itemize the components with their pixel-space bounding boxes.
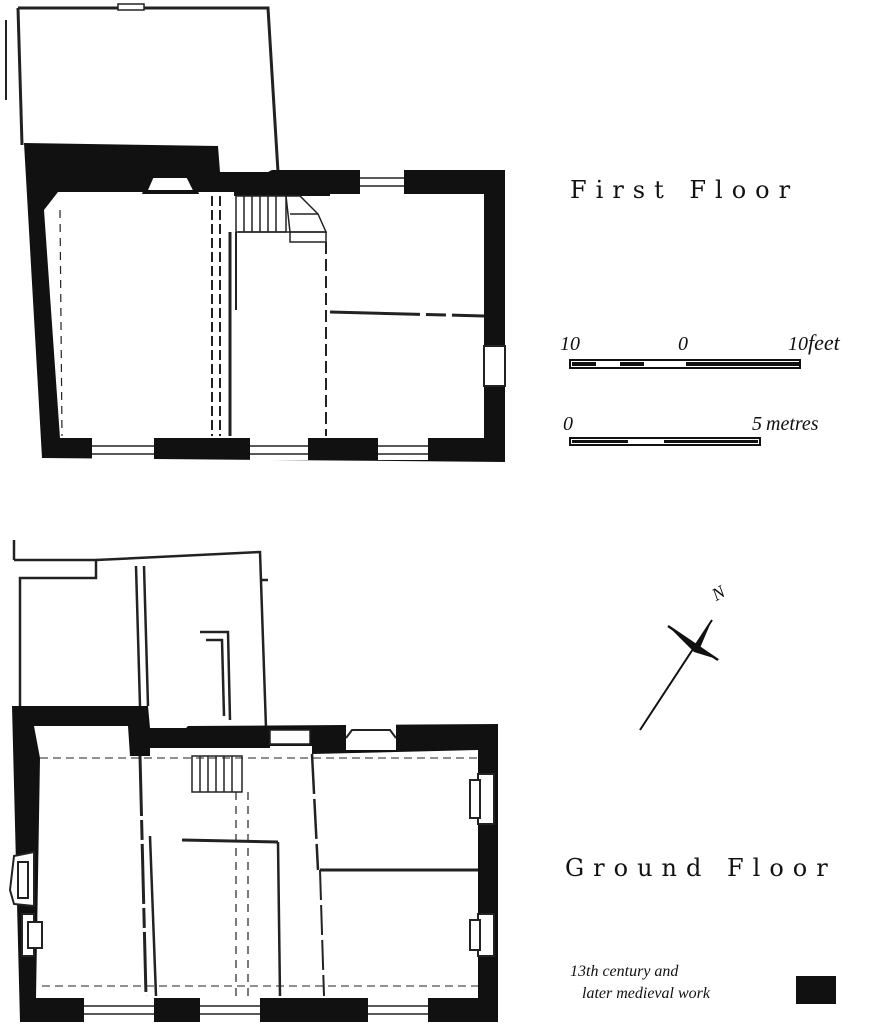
scale-bar-feet: 10 0 10 feet bbox=[560, 330, 841, 369]
first-floor-staircase bbox=[235, 195, 328, 243]
legend-line-1: 13th century and bbox=[570, 963, 679, 980]
scale-feet-unit: feet bbox=[808, 330, 841, 355]
first-floor-title: First Floor bbox=[570, 176, 799, 204]
gf-side-windows bbox=[8, 773, 495, 957]
legend-swatch bbox=[796, 976, 836, 1004]
ground-floor-plan bbox=[8, 540, 498, 1022]
scale-metres-right: 5 bbox=[752, 413, 762, 435]
scale-feet-left: 10 bbox=[560, 333, 580, 355]
ground-floor-annex bbox=[12, 540, 268, 729]
ground-floor-title: Ground Floor bbox=[565, 854, 837, 882]
first-floor-fireplace bbox=[141, 174, 200, 194]
ff-window-right bbox=[483, 345, 506, 387]
ff-window-bottom-1 bbox=[92, 438, 154, 460]
north-arrow-star-icon bbox=[670, 620, 720, 660]
legend-line-2: later medieval work bbox=[582, 985, 711, 1002]
north-arrow: N bbox=[639, 581, 729, 731]
scale-feet-mid: 0 bbox=[678, 333, 688, 355]
scale-feet-right: 10 bbox=[788, 333, 808, 355]
first-floor-main-walls bbox=[24, 143, 505, 462]
ground-floor-main-walls bbox=[12, 706, 498, 1022]
north-arrow-label: N bbox=[707, 581, 729, 605]
annex-window bbox=[117, 3, 145, 11]
first-floor-plan bbox=[5, 3, 506, 462]
first-floor-annex-left-wall bbox=[16, 7, 24, 146]
gf-window-top bbox=[346, 724, 396, 750]
ff-window-top-right bbox=[360, 170, 404, 194]
scale-metres-unit: metres bbox=[766, 413, 819, 435]
first-floor-partitions bbox=[59, 196, 485, 437]
ground-floor-partitions bbox=[40, 753, 478, 997]
ground-floor-staircase bbox=[191, 755, 243, 793]
gf-bottom-windows bbox=[84, 998, 428, 1022]
legend: 13th century and later medieval work bbox=[570, 963, 836, 1004]
north-arrow-shaft bbox=[639, 619, 713, 731]
ff-window-bottom-3 bbox=[378, 438, 428, 460]
scale-metres-left: 0 bbox=[563, 413, 573, 435]
first-floor-annex-outline bbox=[18, 6, 280, 173]
ground-floor-stair-wall bbox=[186, 728, 270, 748]
ground-floor-stair-opening bbox=[269, 729, 311, 745]
scale-bar-metres: 0 5 metres bbox=[563, 413, 819, 446]
ff-window-bottom-2 bbox=[250, 438, 308, 460]
